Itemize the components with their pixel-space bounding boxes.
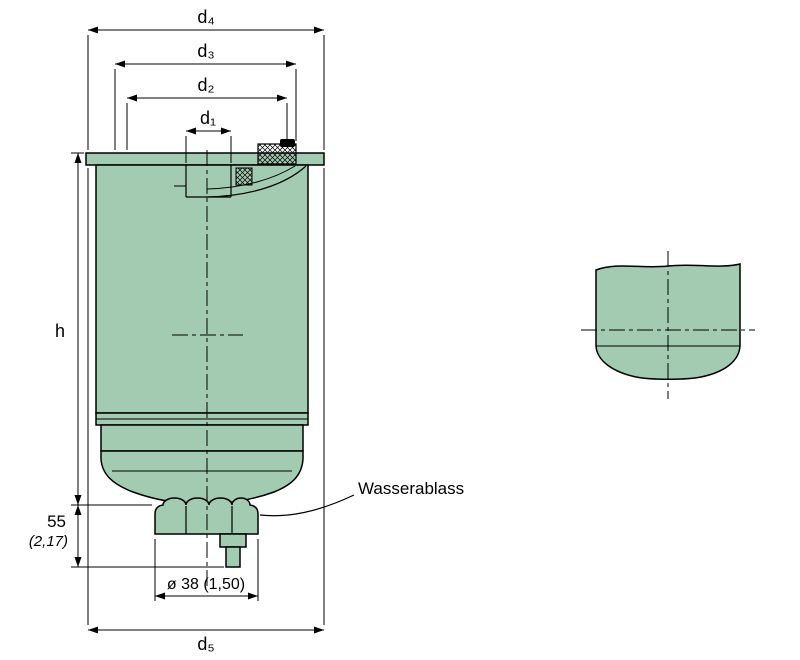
water-drain-leader-line xyxy=(259,494,355,517)
center-lines xyxy=(172,150,243,588)
gasket-hatch xyxy=(257,143,297,165)
dim-d3-label: d₃ xyxy=(197,41,214,61)
dim-55-label: 55 xyxy=(47,512,66,531)
filter-front-view xyxy=(85,139,325,568)
drain-pipe xyxy=(225,546,241,568)
cap-dome-arc-outer xyxy=(206,165,307,198)
filter-detail-view xyxy=(581,251,755,399)
gasket-seal-block xyxy=(280,139,295,147)
cap-dome-arc-inner xyxy=(206,165,296,190)
drain-stub xyxy=(219,533,247,548)
detail-center-lines xyxy=(581,251,755,399)
dimension-lines xyxy=(71,26,355,634)
dim-d2-label: d₂ xyxy=(198,75,215,95)
dim-d5-label: d₅ xyxy=(197,634,214,654)
filter-lower-shell xyxy=(100,424,304,452)
thread-insert-hatch xyxy=(235,167,253,186)
filter-body xyxy=(95,164,309,414)
dim-d1-label: d₁ xyxy=(200,108,216,128)
dim-55-inch-label: (2,17) xyxy=(29,533,68,550)
filter-bowl xyxy=(100,450,304,505)
dim-h-label: h xyxy=(55,321,65,341)
water-drain-label: Wasserablass xyxy=(358,479,464,498)
dimension-labels: d₄ d₃ d₂ d₁ h 55 (2,17) ø 38 (1,50) d₅ W… xyxy=(29,7,464,654)
dim-d4-label: d₄ xyxy=(197,7,214,27)
dim-dia38-label: ø 38 (1,50) xyxy=(167,576,245,593)
